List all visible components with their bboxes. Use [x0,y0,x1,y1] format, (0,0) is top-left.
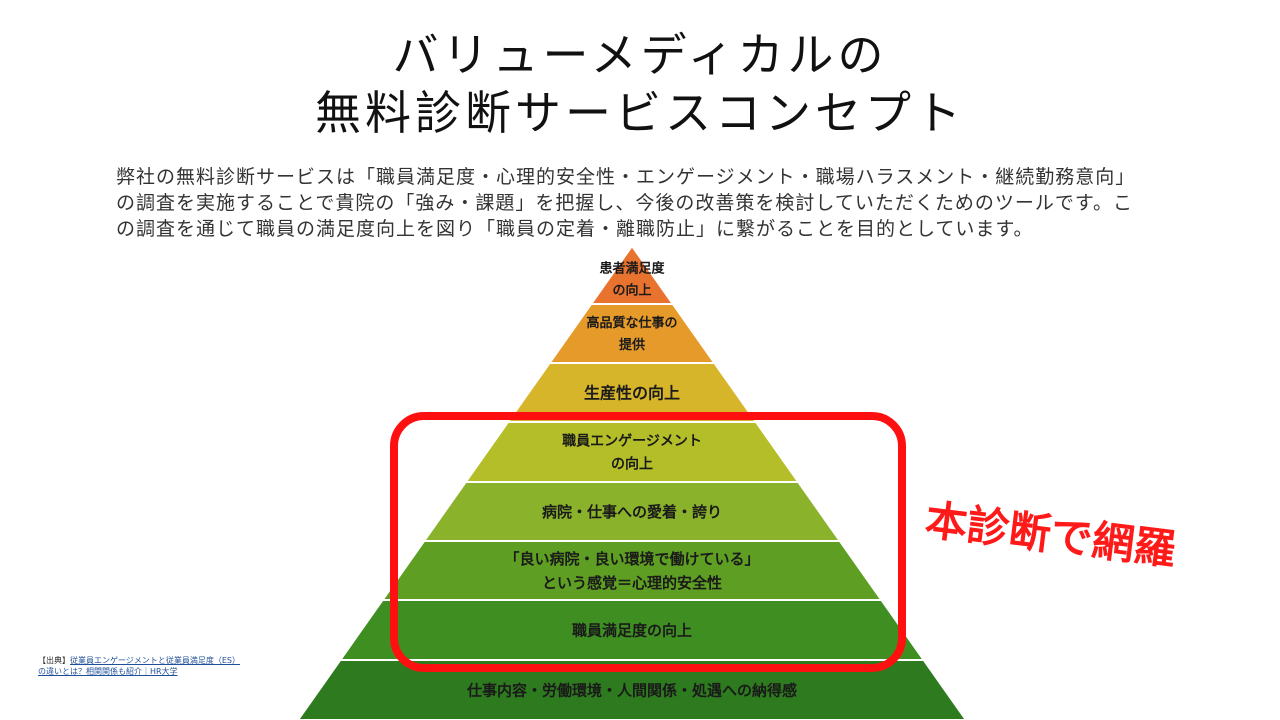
source-link-line-1: 従業員エンゲージメントと従業員満足度（ES） [70,656,240,665]
description-text: 弊社の無料診断サービスは「職員満足度・心理的安全性・エンゲージメント・職場ハラス… [116,166,1136,240]
page-title: バリューメディカルの 無料診断サービスコンセプト [0,26,1280,142]
source-link-line-2: の違いとは？相関関係も紹介｜HR大学 [38,667,178,676]
pyramid-level-2-label: 高品質な仕事の [586,315,677,331]
pyramid-level-4 [463,421,801,483]
pyramid-level-1-label: の向上 [612,283,651,299]
pyramid-level-6-label: という感覚＝心理的安全性 [542,574,722,592]
pyramid-level-2-label: 提供 [619,337,645,353]
pyramid-level-1-label: 患者満足度 [599,261,665,277]
pyramid-level-6-label: 「良い病院・良い環境で働けている」 [504,550,759,568]
title-line-1: バリューメディカルの [392,28,888,82]
pyramid-level-4-label: 職員エンゲージメント [562,433,702,450]
source-link[interactable]: 従業員エンゲージメントと従業員満足度（ES） の違いとは？相関関係も紹介｜HR大学 [38,656,240,676]
pyramid-level-2 [547,303,717,364]
pyramid-level-3-label: 生産性の向上 [584,383,680,402]
pyramid-level-7-label: 職員満足度の向上 [572,621,692,639]
pyramid-level-4-label: の向上 [611,456,653,473]
title-line-2: 無料診断サービスコンセプト [315,86,965,140]
source-citation: 【出典】従業員エンゲージメントと従業員満足度（ES） の違いとは？相関関係も紹介｜… [38,655,298,677]
pyramid-level-8 [296,659,968,720]
source-prefix: 【出典】 [38,656,70,665]
pyramid-level-5-label: 病院・仕事への愛着・誇り [542,503,722,521]
pyramid-level-8-label: 仕事内容・労働環境・人間関係・処遇への納得感 [466,681,797,699]
